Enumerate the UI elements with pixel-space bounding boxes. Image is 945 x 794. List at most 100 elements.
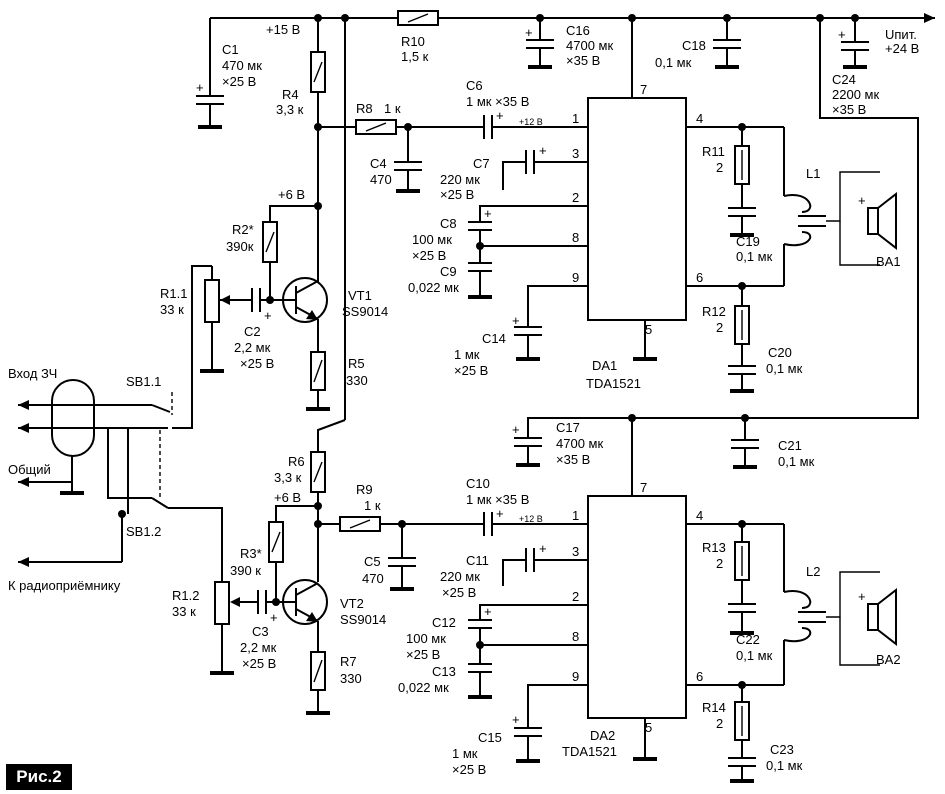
c7-label: C7 xyxy=(473,156,490,171)
c3-label: C3 xyxy=(252,624,269,639)
resistor-r6 xyxy=(310,451,326,528)
c11-voltage: ×25 В xyxy=(442,585,476,600)
r12-value: 2 xyxy=(716,320,723,335)
c17-value: 4700 мк xyxy=(556,436,603,451)
supply-bus-right xyxy=(527,18,919,438)
c12-value: 100 мк xyxy=(406,631,446,646)
vt1-label: VT1 xyxy=(348,288,372,303)
c22-value: 0,1 мк xyxy=(736,648,773,663)
c8-value: 100 мк xyxy=(412,232,452,247)
da2-pin3: 3 xyxy=(572,544,579,559)
ic-da2 xyxy=(587,418,784,761)
c5-value: 470 xyxy=(362,571,384,586)
capacitor-c14 xyxy=(514,285,588,361)
c6-label: C6 xyxy=(466,78,483,93)
c3-value: 2,2 мк xyxy=(240,640,277,655)
c23-label: C23 xyxy=(770,742,794,757)
c22-label: C22 xyxy=(736,632,760,647)
inductor-l1 xyxy=(783,127,826,286)
c13-value: 0,022 мк xyxy=(398,680,449,695)
c12-voltage: ×25 В xyxy=(406,647,440,662)
c4-label: C4 xyxy=(370,156,387,171)
c11-label: C11 xyxy=(466,553,489,568)
capacitor-c10 xyxy=(483,512,588,536)
c4-value: 470 xyxy=(370,172,392,187)
c2-plus: + xyxy=(264,308,272,323)
capacitor-c18 xyxy=(713,18,741,69)
c1-plus: + xyxy=(196,80,204,95)
r1-2-label: R1.2 xyxy=(172,588,199,603)
vt1-part: SS9014 xyxy=(342,304,388,319)
da2-part: TDA1521 xyxy=(562,744,617,759)
c14-value: 1 мк xyxy=(454,347,480,362)
c14-voltage: ×25 В xyxy=(454,363,488,378)
da1-pin9: 9 xyxy=(572,270,579,285)
da2-pin7: 7 xyxy=(640,480,647,495)
capacitor-c21 xyxy=(731,418,759,469)
resistor-r13-c22 xyxy=(728,520,756,635)
da1-pin8: 8 xyxy=(572,230,579,245)
r14-value: 2 xyxy=(716,716,723,731)
speaker-ba1 xyxy=(826,171,897,266)
r6-value: 3,3 к xyxy=(274,470,302,485)
c6-plus: + xyxy=(496,108,504,123)
c1-voltage: ×25 В xyxy=(222,74,256,89)
c8-voltage: ×25 В xyxy=(412,248,446,263)
c2-label: C2 xyxy=(244,324,261,339)
c11-plus: + xyxy=(539,541,547,556)
c6-value: 1 мк ×35 В xyxy=(466,94,529,109)
c24-label: C24 xyxy=(832,72,856,87)
potentiometer-r1-1 xyxy=(172,265,230,429)
r3-value: 390 к xyxy=(230,563,261,578)
c20-label: C20 xyxy=(768,345,792,360)
c24-voltage: ×35 В xyxy=(832,102,866,117)
vt1-stage xyxy=(262,205,332,411)
da2-pin5: 5 xyxy=(645,720,652,735)
p15v-label: +15 В xyxy=(266,22,300,37)
c9-label: C9 xyxy=(440,264,457,279)
c21-value: 0,1 мк xyxy=(778,454,815,469)
r7-label: R7 xyxy=(340,654,357,669)
resistor-r14-c23 xyxy=(728,681,756,783)
speaker-ba2 xyxy=(826,571,897,666)
c16-plus: + xyxy=(525,25,533,40)
resistor-r8 xyxy=(318,119,484,135)
c21-label: C21 xyxy=(778,438,802,453)
c2-voltage: ×25 В xyxy=(240,356,274,371)
c15-voltage: ×25 В xyxy=(452,762,486,777)
supply-value: +24 В xyxy=(885,41,919,56)
r10-label: R10 xyxy=(401,34,425,49)
ba1-plus: + xyxy=(858,193,866,208)
common-label: Общий xyxy=(8,462,51,477)
r3-label: R3* xyxy=(240,546,262,561)
vt2-part: SS9014 xyxy=(340,612,386,627)
da1-pin2: 2 xyxy=(572,190,579,205)
vt2-label: VT2 xyxy=(340,596,364,611)
capacitor-c15 xyxy=(514,684,588,763)
r12-label: R12 xyxy=(702,304,726,319)
r8-value: 1 к xyxy=(384,101,401,116)
capacitor-c7 xyxy=(502,150,588,190)
c7-value: 220 мк xyxy=(440,172,480,187)
c3-voltage: ×25 В xyxy=(242,656,276,671)
r9-label: R9 xyxy=(356,482,373,497)
r1-1-label: R1.1 xyxy=(160,286,187,301)
potentiometer-r1-2 xyxy=(208,581,240,675)
c1-label: C1 xyxy=(222,42,239,57)
c1-value: 470 мк xyxy=(222,58,262,73)
r11-value: 2 xyxy=(716,160,723,175)
r11-label: R11 xyxy=(702,144,725,159)
capacitor-c24 xyxy=(841,18,869,69)
da2-pin2: 2 xyxy=(572,589,579,604)
r10-value: 1,5 к xyxy=(401,49,429,64)
r13-label: R13 xyxy=(702,540,726,555)
c14-plus: + xyxy=(512,313,520,328)
da1-pin1: 1 xyxy=(572,111,579,126)
capacitor-c2 xyxy=(226,288,270,312)
c18-value: 0,1 мк xyxy=(655,55,692,70)
c2-value: 2,2 мк xyxy=(234,340,271,355)
da2-pin8: 8 xyxy=(572,629,579,644)
da1-pin7: 7 xyxy=(640,82,647,97)
da1-label: DA1 xyxy=(592,358,617,373)
c15-plus: + xyxy=(512,712,520,727)
